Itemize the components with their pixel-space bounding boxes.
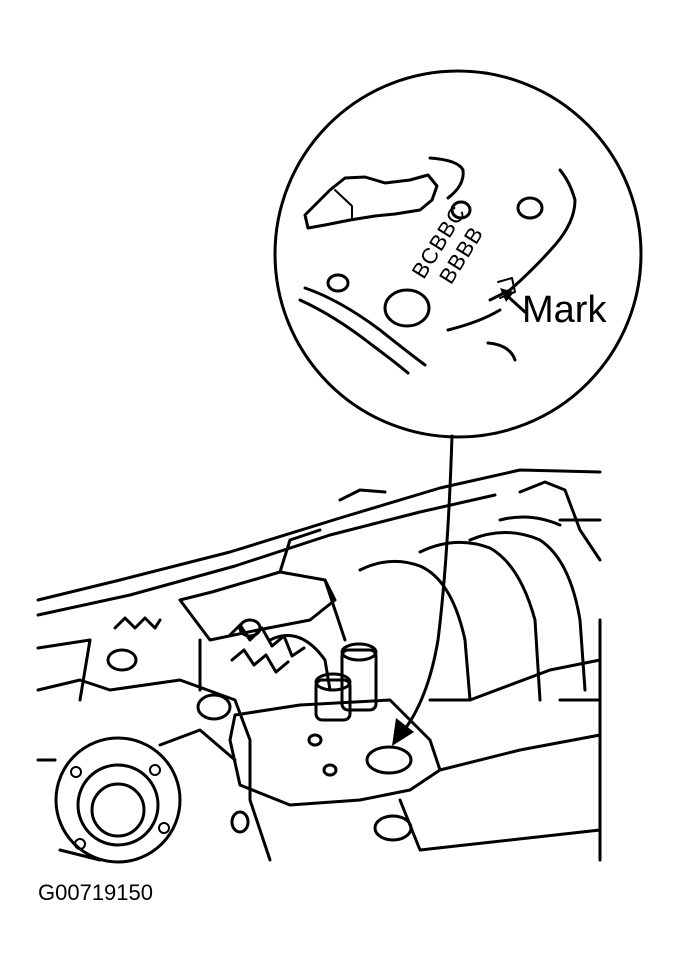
figure-id: G00719150 — [38, 880, 153, 905]
detail-magnifier: BCBBC BBBB Mark — [273, 69, 643, 439]
mark-label: Mark — [522, 289, 607, 331]
leader-arrow — [392, 434, 454, 746]
flange-housing — [36, 638, 272, 864]
transaxle-assembly — [36, 468, 602, 864]
gear-cluster — [113, 616, 332, 692]
